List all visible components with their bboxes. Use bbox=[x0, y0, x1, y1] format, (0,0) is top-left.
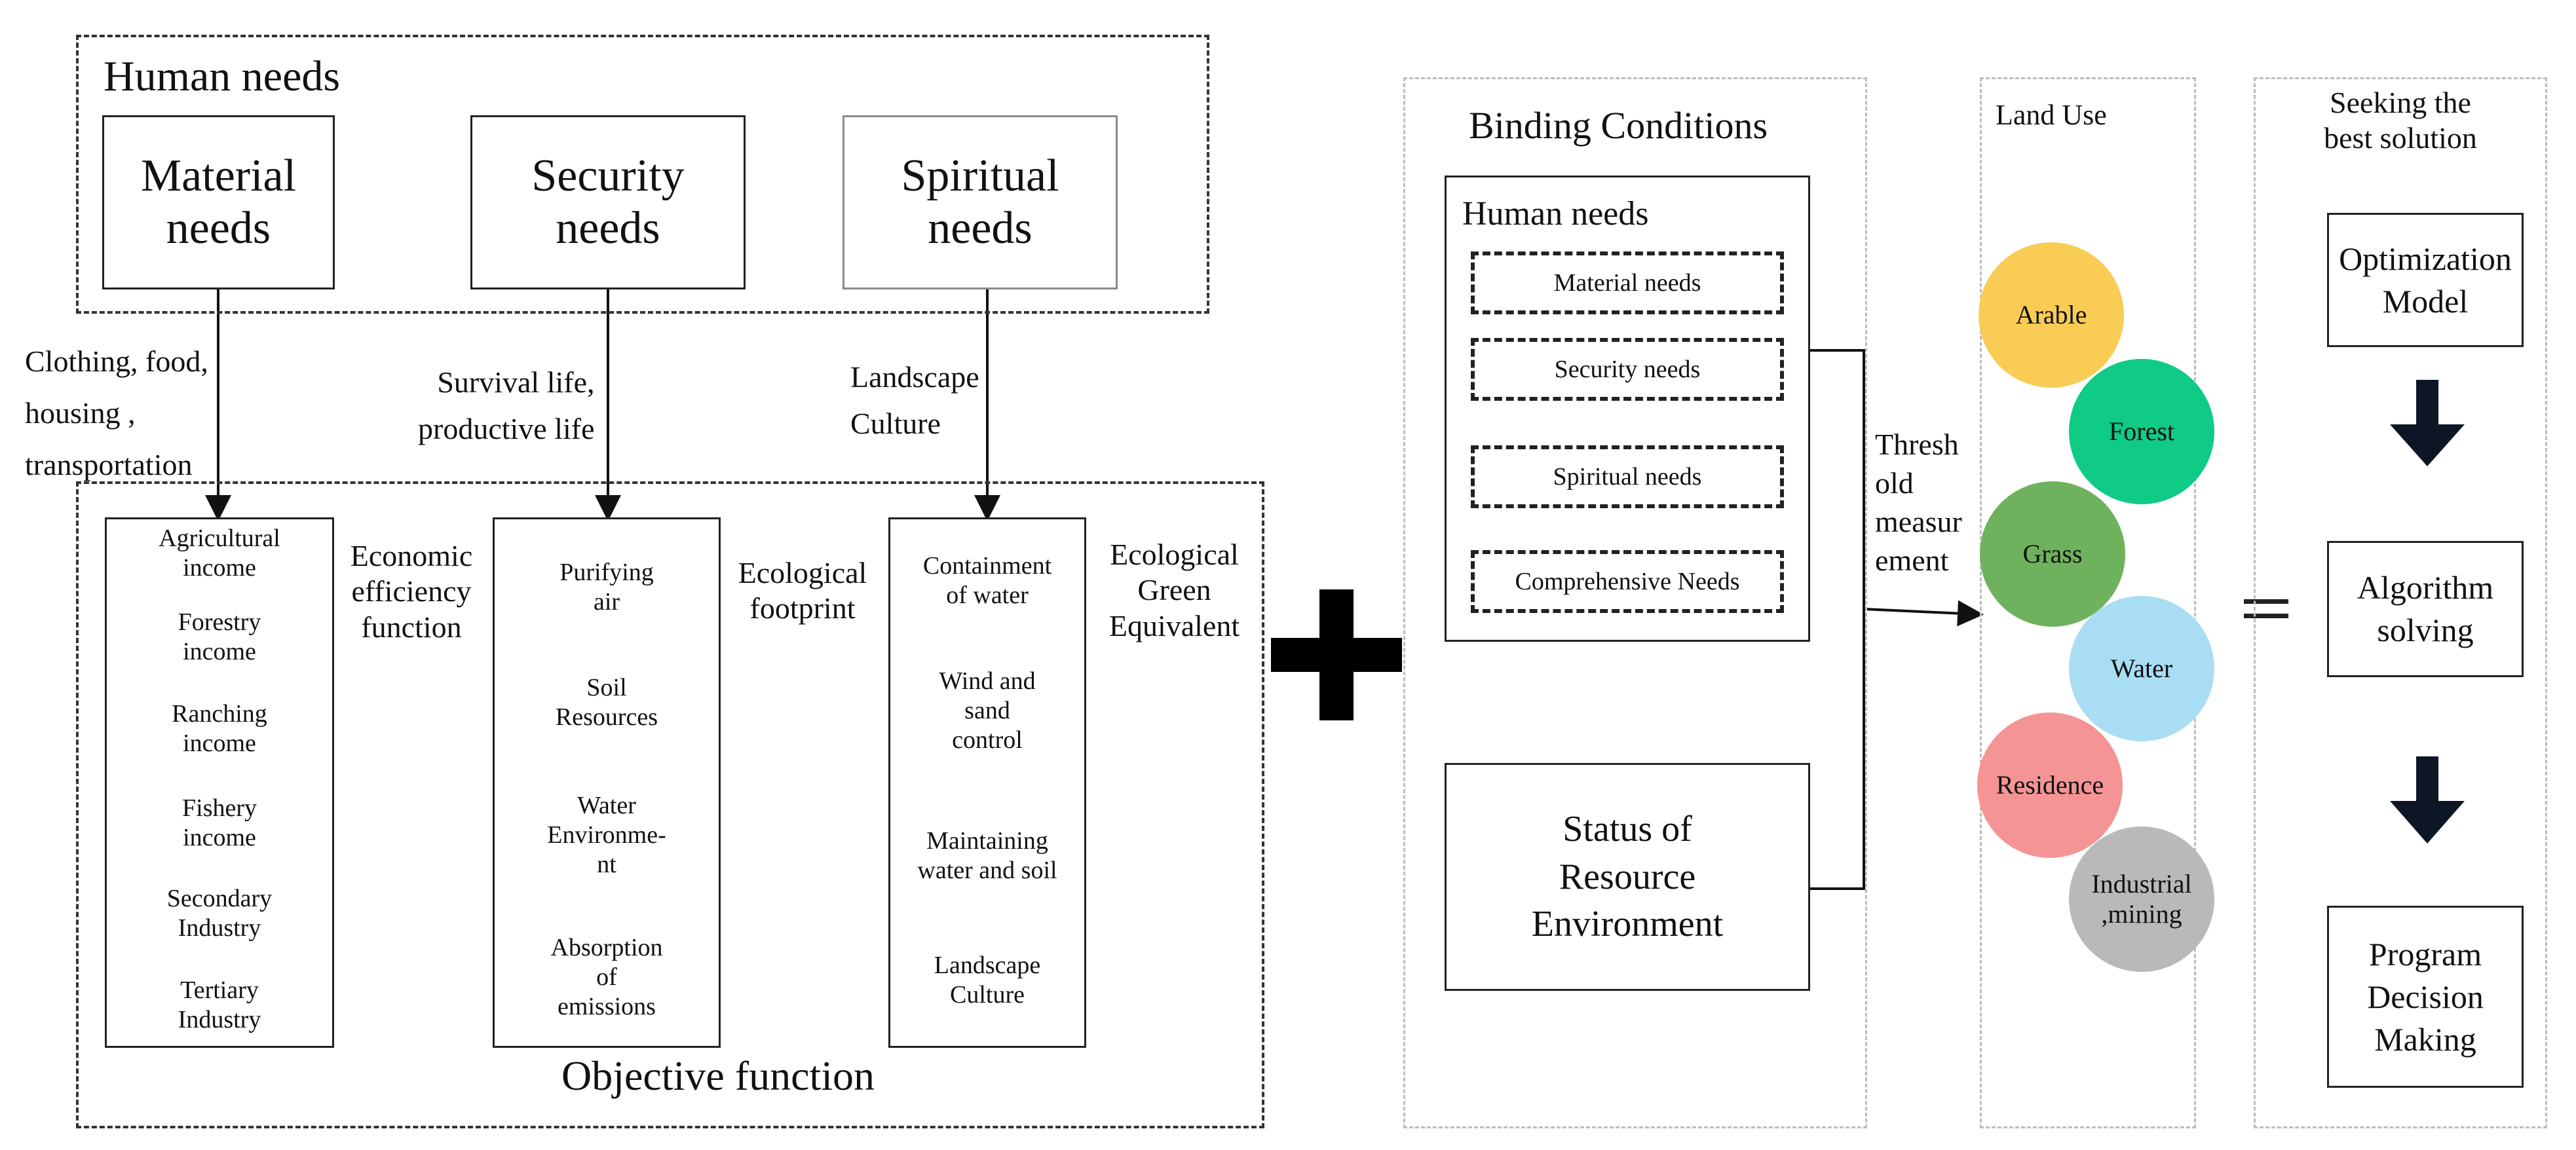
income-column bbox=[105, 517, 334, 1048]
security-connector-label: Survival life, productive life bbox=[418, 365, 595, 446]
material-needs-item: Material needs bbox=[1471, 251, 1784, 314]
col2-item-3: Water Environme- nt bbox=[547, 792, 666, 878]
arrow-threshold bbox=[1863, 600, 1984, 627]
col1-item-4: Fishery income bbox=[182, 794, 257, 851]
ecology-column bbox=[493, 517, 721, 1048]
optimization-model-box: Optimization Model bbox=[2327, 213, 2524, 347]
land-use-industrial-mining: Industrial ,mining bbox=[2069, 826, 2214, 972]
best-solution-panel bbox=[2254, 77, 2547, 1128]
economic-efficiency-label: Economic efficiency function bbox=[350, 539, 473, 644]
col3-item-1: Containment of water bbox=[922, 552, 1052, 609]
green-column bbox=[888, 517, 1086, 1048]
comprehensive-needs-item: Comprehensive Needs bbox=[1471, 550, 1784, 613]
down-arrow-2-head bbox=[2390, 801, 2465, 844]
spiritual-needs-item: Spiritual needs bbox=[1471, 445, 1784, 508]
human-needs-title: Human needs bbox=[104, 52, 341, 100]
land-use-arable: Arable bbox=[1979, 242, 2124, 388]
algorithm-solving-box: Algorithm solving bbox=[2327, 541, 2524, 677]
plus-vertical bbox=[1319, 589, 1354, 720]
bracket-lower bbox=[1810, 609, 1865, 890]
down-arrow-1-shaft bbox=[2416, 380, 2438, 426]
down-arrow-2-shaft bbox=[2416, 756, 2438, 802]
threshold-measurement-label: Thresh old measur ement bbox=[1875, 428, 1962, 577]
col2-item-4: Absorption of emissions bbox=[550, 934, 663, 1020]
ecological-green-equivalent-label: Ecological Green Equivalent bbox=[1108, 538, 1240, 642]
col3-item-3: Maintaining water and soil bbox=[917, 827, 1057, 884]
land-use-title: Land Use bbox=[1996, 99, 2107, 131]
col1-item-5: Secondary Industry bbox=[166, 885, 273, 942]
objective-function-title: Objective function bbox=[561, 1052, 875, 1099]
col3-item-4: Landscape Culture bbox=[934, 952, 1041, 1009]
land-use-forest: Forest bbox=[2069, 359, 2214, 504]
binding-conditions-title: Binding Conditions bbox=[1469, 104, 1768, 147]
human-needs-panel bbox=[76, 35, 1209, 314]
col1-item-3: Ranching income bbox=[172, 700, 267, 757]
equals-top bbox=[2244, 599, 2288, 604]
col3-item-2: Wind and sand control bbox=[939, 667, 1036, 754]
bracket-upper bbox=[1810, 349, 1865, 609]
security-needs-box: Security needs bbox=[470, 115, 746, 289]
col1-item-1: Agricultural income bbox=[159, 525, 280, 582]
objective-function-panel bbox=[76, 481, 1264, 1128]
col1-item-2: Forestry income bbox=[178, 608, 261, 665]
col2-item-1: Purifying air bbox=[559, 559, 654, 616]
material-needs-box: Material needs bbox=[102, 115, 335, 289]
land-use-residence: Residence bbox=[1977, 713, 2123, 858]
spiritual-connector-label: Landscape Culture bbox=[850, 360, 979, 441]
down-arrow-1-head bbox=[2390, 424, 2465, 466]
land-use-panel bbox=[1980, 77, 2196, 1128]
land-use-water: Water bbox=[2069, 596, 2214, 741]
land-use-grass: Grass bbox=[1980, 481, 2125, 627]
col2-item-2: Soil Resources bbox=[555, 674, 658, 731]
resource-environment-box: Status of Resource Environment bbox=[1445, 763, 1810, 991]
best-solution-title: Seeking the best solution bbox=[2324, 86, 2477, 155]
program-decision-making-box: Program Decision Making bbox=[2327, 906, 2524, 1088]
binding-conditions-panel bbox=[1403, 77, 1867, 1128]
ecological-footprint-label: Ecological footprint bbox=[738, 556, 867, 625]
spiritual-needs-box: Spiritual needs bbox=[843, 115, 1118, 289]
security-needs-item: Security needs bbox=[1471, 338, 1784, 401]
material-connector-label: Clothing, food, housing , transportation bbox=[25, 344, 208, 482]
col1-item-6: Tertiary Industry bbox=[178, 976, 261, 1033]
human-needs-constraint-title: Human needs bbox=[1462, 195, 1649, 232]
equals-bottom bbox=[2244, 614, 2288, 618]
